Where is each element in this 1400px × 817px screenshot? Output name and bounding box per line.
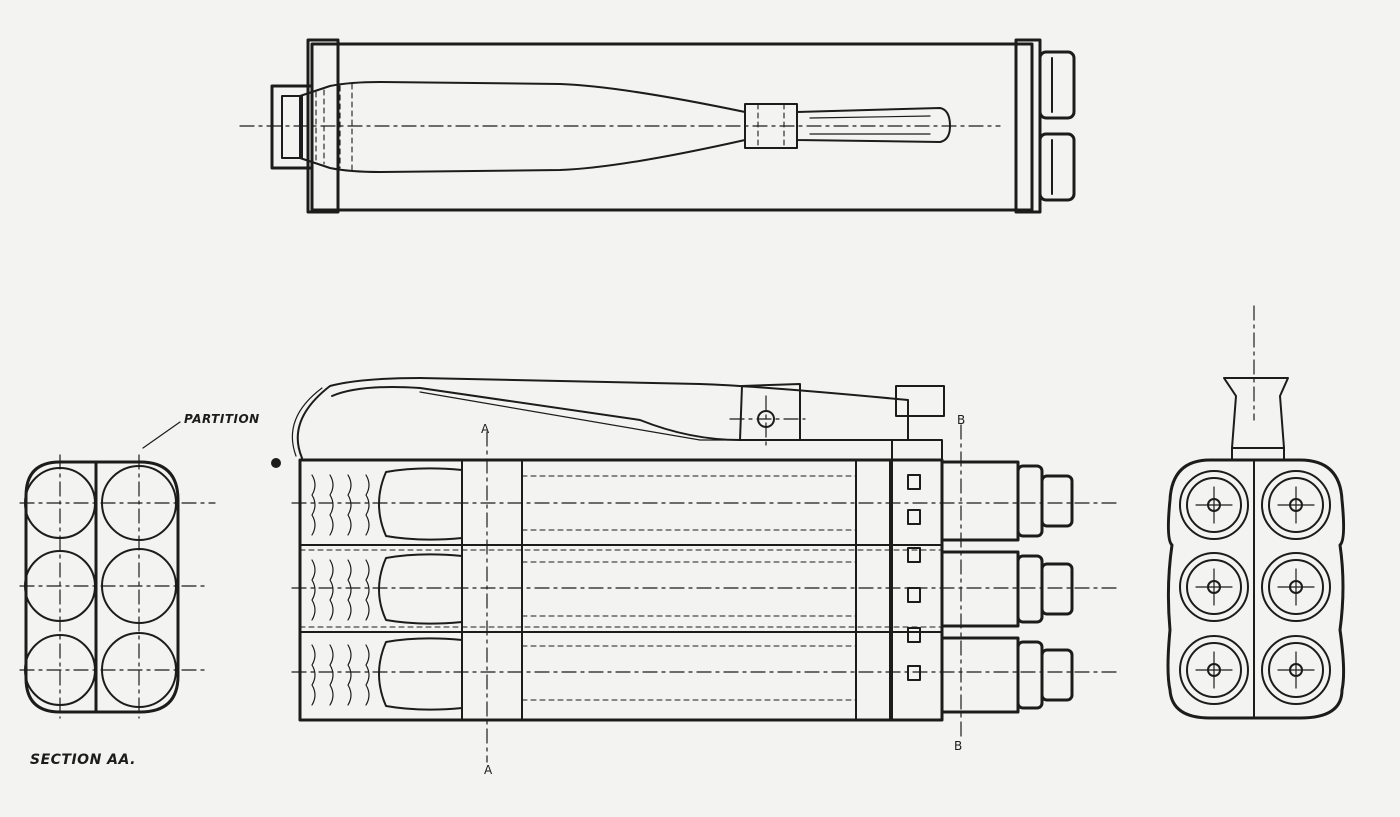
end-frame-slots — [907, 474, 921, 681]
bomb-tail-rod — [796, 107, 951, 143]
section-right-half — [94, 460, 180, 714]
bomb-noses — [378, 467, 463, 711]
section-mark-a-bottom: A — [484, 763, 493, 777]
container-outline — [298, 458, 944, 722]
end-view-rings — [1179, 470, 1331, 705]
container-band-right — [855, 459, 891, 721]
tube-right-flange — [1014, 38, 1042, 214]
bomb-coils — [311, 474, 370, 706]
tube-outline — [310, 42, 1034, 212]
section-mark-b-bottom: B — [954, 739, 963, 753]
bomb-body — [299, 81, 746, 173]
handle-bracket — [739, 383, 801, 441]
handle-pivot — [271, 458, 281, 468]
container-side-view — [271, 377, 1121, 763]
carrying-handle — [296, 377, 909, 459]
partition-label: PARTITION — [184, 412, 260, 426]
container-end-view — [1166, 305, 1346, 720]
tube-left-cap — [270, 84, 314, 170]
section-aa-view — [19, 421, 216, 719]
section-mark-b-top: B — [957, 413, 966, 427]
container-end-frame — [891, 439, 943, 721]
tube-right-lug-bottom — [1038, 132, 1076, 202]
section-left-half — [24, 460, 98, 714]
tube-left-cap-inner — [281, 95, 303, 159]
container-band-left — [461, 459, 523, 721]
section-aa-label: SECTION AA. — [30, 752, 136, 768]
end-view-fitting — [1223, 377, 1289, 449]
container-tube-ends — [940, 460, 1074, 714]
partition-leader — [142, 421, 181, 449]
end-view-outline — [1166, 458, 1346, 720]
tube-right-lug-top — [1038, 50, 1076, 120]
section-mark-a-top: A — [481, 422, 490, 436]
handle-latch — [895, 385, 945, 417]
single-tube-view — [239, 38, 1076, 214]
